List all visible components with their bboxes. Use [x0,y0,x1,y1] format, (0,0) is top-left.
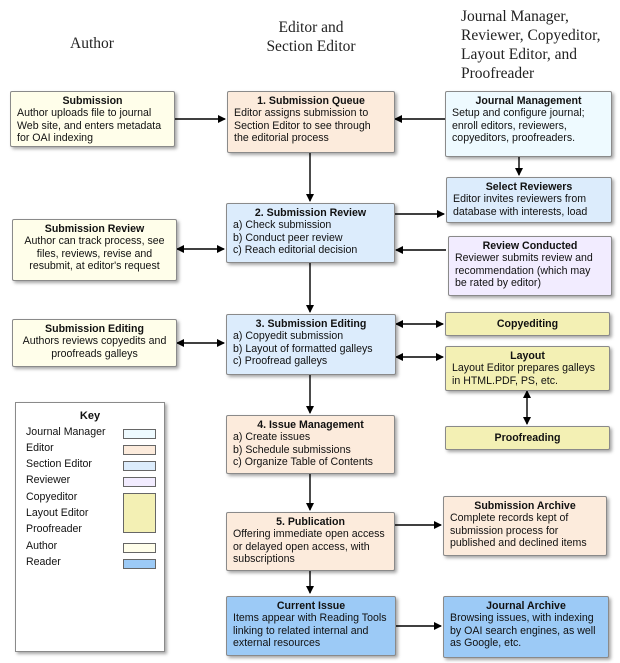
key-swatch-journal-manager [123,429,156,439]
legend-key: Key Journal Manager Editor Section Edito… [15,402,165,652]
submission-queue-box: 1. Submission Queue Editor assigns submi… [227,91,395,153]
submission-review-body: a) Check submission b) Conduct peer revi… [233,219,358,257]
key-swatch-reader [123,559,156,569]
key-label-journal-manager: Journal Manager [26,426,106,438]
submission-editing-author-box: Submission Editing Authors reviews copye… [12,319,177,367]
submission-queue-title: 1. Submission Queue [257,95,365,107]
submission-archive-box: Submission Archive Complete records kept… [443,496,607,556]
current-issue-body: Items appear with Reading Tools linking … [233,612,387,650]
key-label-section-editor: Section Editor [26,458,92,470]
submission-review-author-body: Author can track process, see files, rev… [24,235,165,273]
journal-archive-title: Journal Archive [486,600,566,612]
submission-review-author-title: Submission Review [44,223,145,235]
issue-management-title: 4. Issue Management [257,419,364,431]
review-conducted-box: Review Conducted Reviewer submits review… [448,236,612,296]
proofreading-title: Proofreading [494,432,561,444]
header-author: Author [70,35,114,52]
key-swatch-section-editor [123,461,156,471]
review-conducted-body: Reviewer submits review and recommendati… [455,252,593,290]
submission-box: Submission Author uploads file to journa… [10,91,175,147]
submission-editing-title: 3. Submission Editing [255,318,367,330]
submission-editing-author-body: Authors reviews copyedits and proofreads… [22,335,167,360]
key-label-editor: Editor [26,442,54,454]
select-reviewers-box: Select Reviewers Editor invites reviewer… [446,177,612,223]
submission-archive-body: Complete records kept of submission proc… [450,512,587,550]
layout-box: Layout Layout Editor prepares galleys in… [445,346,610,391]
review-conducted-title: Review Conducted [482,240,578,252]
header-editor: Editor and Section Editor [266,19,356,55]
key-label-reader: Reader [26,556,61,568]
journal-management-box: Journal Management Setup and configure j… [445,91,612,157]
select-reviewers-title: Select Reviewers [485,181,573,193]
journal-management-body: Setup and configure journal; enroll edit… [452,107,585,145]
submission-review-title: 2. Submission Review [254,207,367,219]
publication-body: Offering immediate open access or delaye… [233,528,385,566]
layout-title: Layout [510,350,545,362]
current-issue-box: Current Issue Items appear with Reading … [226,596,396,656]
journal-management-title: Journal Management [475,95,582,107]
key-label-layout-editor: Layout Editor [26,507,89,519]
journal-archive-box: Journal Archive Browsing issues, with in… [443,596,609,658]
header-journal-roles: Journal Manager, Reviewer, Copyeditor, L… [461,8,601,82]
submission-archive-title: Submission Archive [474,500,576,512]
proofreading-box: Proofreading [445,426,610,450]
submission-review-box: 2. Submission Review a) Check submission… [226,203,395,263]
publication-title: 5. Publication [276,516,345,528]
layout-body: Layout Editor prepares galleys in HTML.P… [452,362,596,387]
select-reviewers-body: Editor invites reviewers from database w… [453,193,588,218]
submission-title: Submission [62,95,123,107]
submission-review-author-box: Submission Review Author can track proce… [12,219,177,281]
issue-management-box: 4. Issue Management a) Create issues b) … [226,415,395,474]
copyediting-box: Copyediting [445,312,610,336]
key-title: Key [79,410,101,422]
key-label-reviewer: Reviewer [26,474,71,486]
issue-management-body: a) Create issues b) Schedule submissions… [233,431,373,469]
copyediting-title: Copyediting [496,318,559,330]
key-swatch-author [123,543,156,553]
key-swatch-editor [123,445,156,455]
journal-archive-body: Browsing issues, with indexing by OAI se… [450,612,596,650]
key-label-copyeditor: Copyeditor [26,491,78,503]
key-label-author: Author [26,540,58,552]
submission-queue-body: Editor assigns submission to Section Edi… [234,107,371,145]
submission-editing-author-title: Submission Editing [45,323,144,335]
submission-editing-body: a) Copyedit submission b) Layout of form… [233,330,373,368]
key-swatch-copyeditor [123,493,156,533]
publication-box: 5. Publication Offering immediate open a… [226,512,395,571]
submission-body: Author uploads file to journal Web site,… [17,107,162,145]
key-label-proofreader: Proofreader [26,523,82,535]
key-swatch-reviewer [123,477,156,487]
current-issue-title: Current Issue [276,600,346,612]
submission-editing-box: 3. Submission Editing a) Copyedit submis… [226,314,396,375]
